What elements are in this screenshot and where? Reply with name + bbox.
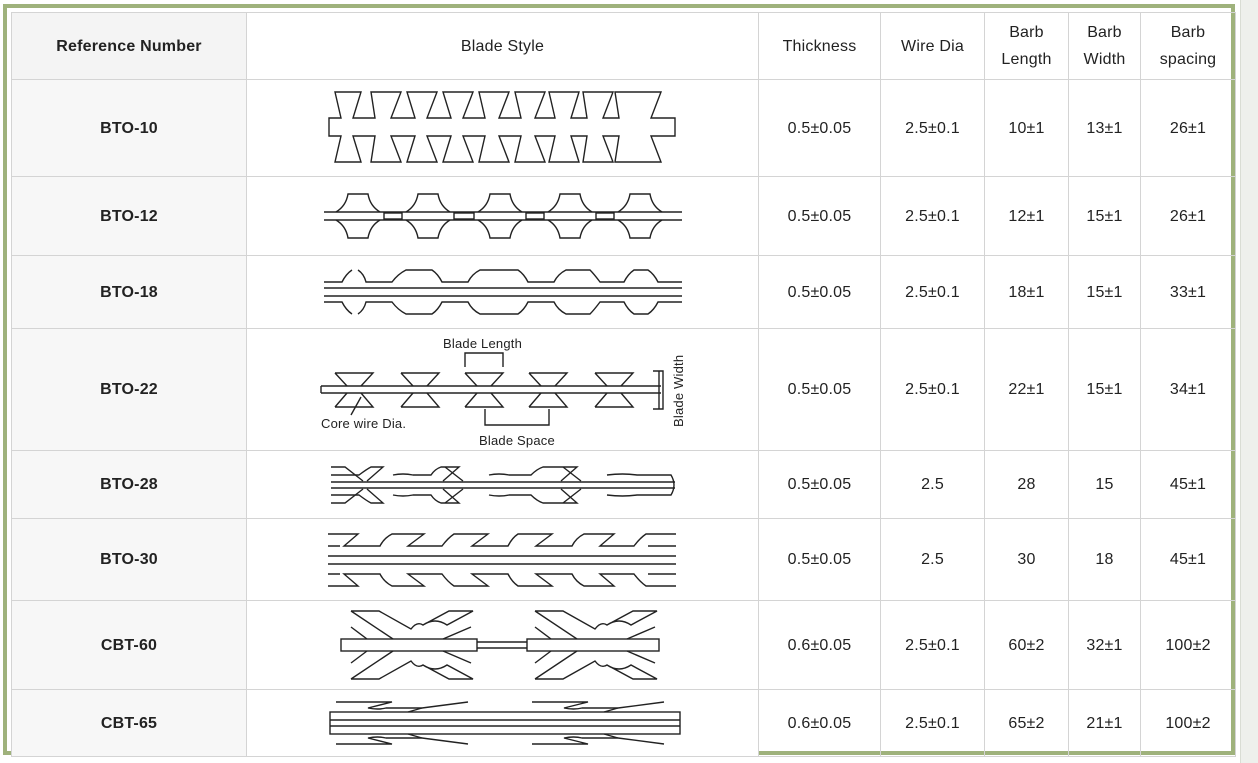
barb-spacing-value: 45±1 [1140,450,1236,519]
barb-spacing-value: 34±1 [1140,328,1236,451]
thickness-value: 0.5±0.05 [758,518,881,601]
barb-length-value: 65±2 [984,689,1069,757]
barb-spacing-value: 45±1 [1140,518,1236,601]
table-row: CBT-60 0.6±0.05 2.5±0.1 60±2 [11,600,1236,690]
barb-spacing-value: 26±1 [1140,79,1236,177]
wire-dia-value: 2.5±0.1 [880,600,985,690]
blade-diagram-cbt-65 [328,701,681,745]
wire-dia-value: 2.5±0.1 [880,176,985,256]
thickness-value: 0.5±0.05 [758,255,881,329]
blade-diagram-bto-28 [330,465,675,504]
barb-width-value: 15±1 [1068,328,1141,451]
barb-length-value: 30 [984,518,1069,601]
barb-length-value: 18±1 [984,255,1069,329]
thickness-value: 0.5±0.05 [758,450,881,519]
reference-number: BTO-18 [11,255,247,329]
barb-spacing-value: 100±2 [1140,600,1236,690]
blade-diagram-bto-10 [327,91,676,163]
blade-style-cbt-65 [246,689,759,757]
reference-number: BTO-10 [11,79,247,177]
barb-spacing-value: 26±1 [1140,176,1236,256]
table-row: BTO-18 0.5±0.05 2.5±0.1 18±1 15±1 33±1 [11,255,1236,329]
header-barb-length-line1: Barb [1009,24,1044,41]
barb-width-value: 13±1 [1068,79,1141,177]
blade-style-bto-22: Blade Length Core wire Dia. Blade Space … [246,328,759,451]
blade-style-bto-30 [246,518,759,601]
blade-style-bto-10 [246,79,759,177]
header-barb-spacing-line1: Barb [1170,24,1206,41]
table-row: BTO-28 0.5±0.05 2.5 28 15 45±1 [11,450,1236,519]
barb-length-value: 10±1 [984,79,1069,177]
header-barb-width-line2: Width [1083,51,1126,68]
razor-wire-spec-table: Reference Number Blade Style Thickness W… [11,12,1236,757]
barb-length-value: 60±2 [984,600,1069,690]
blade-diagram-bto-22: Blade Length Core wire Dia. Blade Space … [319,336,686,448]
wire-dia-value: 2.5 [880,450,985,519]
blade-diagram-bto-18 [323,269,682,315]
wire-dia-value: 2.5±0.1 [880,689,985,757]
vertical-scrollbar[interactable] [1240,0,1258,763]
barb-length-value: 12±1 [984,176,1069,256]
header-thickness: Thickness [758,12,881,80]
wire-dia-value: 2.5 [880,518,985,601]
blade-style-cbt-60 [246,600,759,690]
table-row: BTO-12 0.5±0.05 2.5±0 [11,176,1236,256]
header-barb-length-line2: Length [1001,51,1052,68]
wire-dia-value: 2.5±0.1 [880,79,985,177]
thickness-value: 0.5±0.05 [758,79,881,177]
reference-number: BTO-22 [11,328,247,451]
reference-number: BTO-30 [11,518,247,601]
blade-space-label: Blade Space [479,433,555,448]
barb-width-value: 15±1 [1068,255,1141,329]
blade-width-label: Blade Width [671,354,686,426]
table-row: BTO-30 0.5±0.05 2.5 30 18 45±1 [11,518,1236,601]
reference-number: BTO-12 [11,176,247,256]
blade-style-bto-12 [246,176,759,256]
wire-dia-value: 2.5±0.1 [880,255,985,329]
barb-width-value: 21±1 [1068,689,1141,757]
barb-length-value: 28 [984,450,1069,519]
header-wire-dia: Wire Dia [880,12,985,80]
barb-width-value: 32±1 [1068,600,1141,690]
barb-width-value: 15 [1068,450,1141,519]
table-row: BTO-22 Bla [11,328,1236,451]
thickness-value: 0.6±0.05 [758,689,881,757]
barb-spacing-value: 100±2 [1140,689,1236,757]
blade-style-bto-18 [246,255,759,329]
header-barb-width-line1: Barb [1087,24,1122,41]
barb-width-value: 18 [1068,518,1141,601]
header-barb-spacing-line2: spacing [1159,51,1217,68]
barb-width-value: 15±1 [1068,176,1141,256]
barb-spacing-value: 33±1 [1140,255,1236,329]
spec-table-frame: Reference Number Blade Style Thickness W… [3,4,1236,757]
header-blade-style: Blade Style [246,12,759,80]
core-wire-label: Core wire Dia. [321,416,406,431]
blade-length-label: Blade Length [443,336,522,351]
wire-dia-value: 2.5±0.1 [880,328,985,451]
thickness-value: 0.5±0.05 [758,328,881,451]
thickness-value: 0.5±0.05 [758,176,881,256]
header-row: Reference Number Blade Style Thickness W… [11,12,1236,80]
header-barb-spacing: Barb spacing [1140,12,1236,80]
barb-length-value: 22±1 [984,328,1069,451]
blade-diagram-bto-30 [327,532,676,587]
blade-diagram-cbt-60 [339,610,660,680]
table-row: CBT-65 0.6±0.05 2.5±0.1 65±2 21±1 100±2 [11,689,1236,757]
reference-number: CBT-60 [11,600,247,690]
blade-diagram-bto-12 [323,193,682,239]
thickness-value: 0.6±0.05 [758,600,881,690]
reference-number: BTO-28 [11,450,247,519]
reference-number: CBT-65 [11,689,247,757]
blade-style-bto-28 [246,450,759,519]
header-reference-number: Reference Number [11,12,247,80]
table-row: BTO-10 0.5±0.05 2.5±0.1 10±1 13±1 26±1 [11,79,1236,177]
